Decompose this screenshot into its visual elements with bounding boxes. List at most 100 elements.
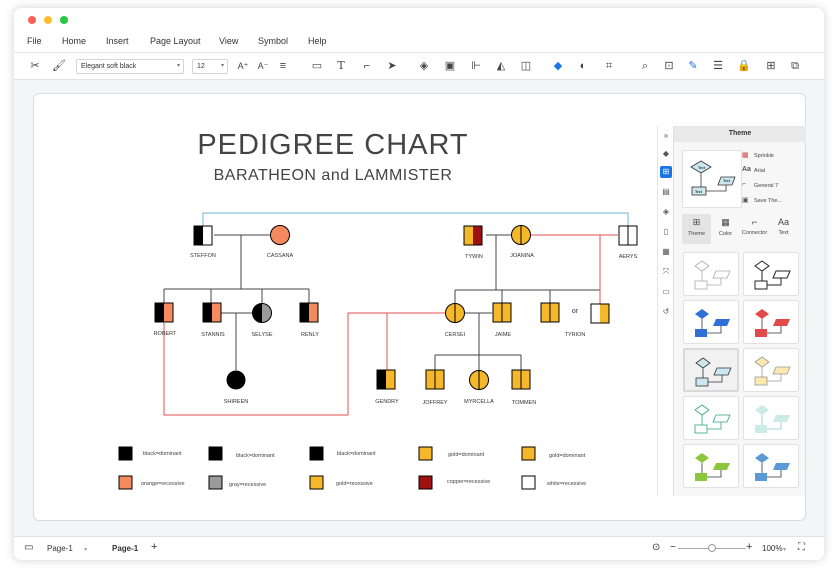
- shireen-symbol[interactable]: [226, 370, 246, 390]
- history-icon[interactable]: ↺: [662, 307, 670, 316]
- fit-icon[interactable]: ⤧: [662, 267, 670, 276]
- stannis-symbol[interactable]: [202, 302, 222, 323]
- layers-icon[interactable]: ◈: [419, 60, 429, 72]
- gendry-symbol[interactable]: [376, 369, 396, 390]
- menu-page-layout[interactable]: Page Layout: [150, 36, 201, 46]
- crop-icon[interactable]: ⌗: [605, 60, 613, 72]
- theme-thumbnail[interactable]: [683, 300, 739, 344]
- font-grow-icon[interactable]: A⁺: [237, 61, 249, 71]
- robert-symbol[interactable]: [154, 302, 174, 323]
- search-icon[interactable]: ⌕: [641, 60, 649, 72]
- align-icon[interactable]: ≡: [279, 60, 287, 72]
- rectangle-icon[interactable]: ▭: [311, 60, 323, 72]
- font-size-select[interactable]: 12▾: [192, 59, 228, 74]
- play-icon[interactable]: ⊙: [652, 542, 661, 553]
- legend-label: gold=dominant: [448, 452, 485, 458]
- font-family-select[interactable]: Elegant soft black▾: [76, 59, 184, 74]
- theme-thumbnail-selected[interactable]: [683, 348, 739, 392]
- theme-thumbnail[interactable]: [683, 396, 739, 440]
- menu-home[interactable]: Home: [62, 36, 87, 46]
- theme-thumbnail[interactable]: [743, 444, 799, 488]
- pointer-icon[interactable]: ➤: [387, 60, 397, 72]
- myrcella-symbol[interactable]: [469, 370, 489, 390]
- name-aerys: AERYS: [618, 254, 638, 260]
- find-replace-icon[interactable]: ⊡: [664, 60, 674, 72]
- theme-thumbnail[interactable]: [743, 252, 799, 296]
- zoom-in-button[interactable]: +: [746, 541, 753, 553]
- shape-style-icon[interactable]: ◐: [579, 60, 587, 72]
- page-tab[interactable]: Page-1: [112, 544, 139, 553]
- more-icon[interactable]: ⧉: [791, 60, 799, 72]
- chart-subtitle[interactable]: BARATHEON and LAMMISTER: [213, 167, 453, 184]
- jaime-symbol[interactable]: [492, 302, 512, 323]
- page-icon[interactable]: ▯: [663, 227, 669, 236]
- maximize-window-button[interactable]: [60, 16, 68, 24]
- option-connector-style[interactable]: General 7: [754, 183, 779, 189]
- text-icon[interactable]: T: [337, 59, 345, 72]
- tab-color[interactable]: ▦Color: [711, 214, 740, 244]
- tyrion-symbol-b[interactable]: [590, 303, 610, 324]
- lock-icon[interactable]: 🔒: [737, 60, 751, 72]
- tyrion-symbol-a[interactable]: [540, 302, 560, 323]
- flip-icon[interactable]: ◭: [496, 60, 506, 72]
- menu-help[interactable]: Help: [308, 36, 327, 46]
- cassana-symbol[interactable]: [270, 225, 290, 245]
- page-dropdown[interactable]: Page-1: [47, 544, 73, 553]
- page-view-icon[interactable]: ▭: [24, 542, 34, 553]
- zoom-out-button[interactable]: −: [670, 542, 676, 553]
- scissors-icon[interactable]: ✂: [30, 60, 40, 72]
- add-page-button[interactable]: +: [151, 541, 158, 553]
- aerys-symbol[interactable]: [618, 225, 638, 246]
- image-icon[interactable]: ▤: [662, 187, 670, 196]
- connector-icon[interactable]: ⌐: [363, 60, 371, 72]
- arrange-icon[interactable]: ◫: [520, 60, 532, 72]
- minimize-window-button[interactable]: [44, 16, 52, 24]
- menu-symbol[interactable]: Symbol: [258, 36, 289, 46]
- tywin-symbol[interactable]: [463, 225, 483, 246]
- cersei-symbol[interactable]: [445, 303, 465, 323]
- format-painter-icon[interactable]: 🖌: [52, 60, 66, 72]
- focus-icon[interactable]: ⊞: [766, 60, 776, 72]
- tab-theme[interactable]: ⊞Theme: [682, 214, 711, 244]
- zoom-slider-knob[interactable]: [708, 544, 716, 552]
- theme-thumbnail[interactable]: [743, 300, 799, 344]
- menu-view[interactable]: View: [219, 36, 239, 46]
- group-icon[interactable]: ▣: [444, 60, 456, 72]
- legend-label: black=dominant: [337, 451, 376, 457]
- align-left-icon[interactable]: ⊩: [471, 60, 481, 72]
- steffon-symbol[interactable]: [193, 225, 213, 246]
- line-style-icon[interactable]: ☰: [713, 60, 723, 72]
- line-color-icon[interactable]: ✎: [688, 60, 698, 72]
- chevron-down-icon[interactable]: ▾: [783, 547, 787, 553]
- close-window-button[interactable]: [28, 16, 36, 24]
- theme-thumbnail[interactable]: [743, 396, 799, 440]
- option-sprinkle[interactable]: Sprinkle: [754, 153, 774, 159]
- chevron-down-icon: ▾: [176, 63, 180, 69]
- presentation-icon[interactable]: ▭: [662, 287, 670, 296]
- expand-panel-icon[interactable]: »: [663, 131, 669, 140]
- zoom-level[interactable]: 100%: [762, 544, 783, 553]
- fill-icon[interactable]: ◆: [553, 60, 563, 72]
- menu-file[interactable]: File: [27, 36, 42, 46]
- chevron-down-icon[interactable]: ▾: [84, 547, 88, 553]
- data-icon[interactable]: ▦: [662, 247, 670, 256]
- layers-icon[interactable]: ◈: [662, 207, 670, 216]
- fill-icon[interactable]: ◆: [662, 149, 670, 158]
- fullscreen-icon[interactable]: ⛶: [798, 542, 805, 553]
- chart-title[interactable]: PEDIGREE CHART: [197, 129, 469, 161]
- theme-thumbnail[interactable]: [683, 444, 739, 488]
- tommen-symbol[interactable]: [511, 369, 531, 390]
- joffrey-symbol[interactable]: [425, 369, 445, 390]
- theme-thumbnail[interactable]: [743, 348, 799, 392]
- option-save-theme[interactable]: Save The...: [754, 198, 783, 204]
- option-font[interactable]: Arial: [754, 168, 766, 174]
- theme-icon[interactable]: ⊞: [660, 166, 672, 178]
- menu-insert[interactable]: Insert: [106, 36, 129, 46]
- selyse-symbol[interactable]: [252, 303, 272, 323]
- renly-symbol[interactable]: [299, 302, 319, 323]
- theme-thumbnail[interactable]: [683, 252, 739, 296]
- font-shrink-icon[interactable]: A⁻: [257, 61, 269, 71]
- joanina-symbol[interactable]: [511, 225, 531, 245]
- tab-connector[interactable]: ⌐Connector: [740, 214, 769, 244]
